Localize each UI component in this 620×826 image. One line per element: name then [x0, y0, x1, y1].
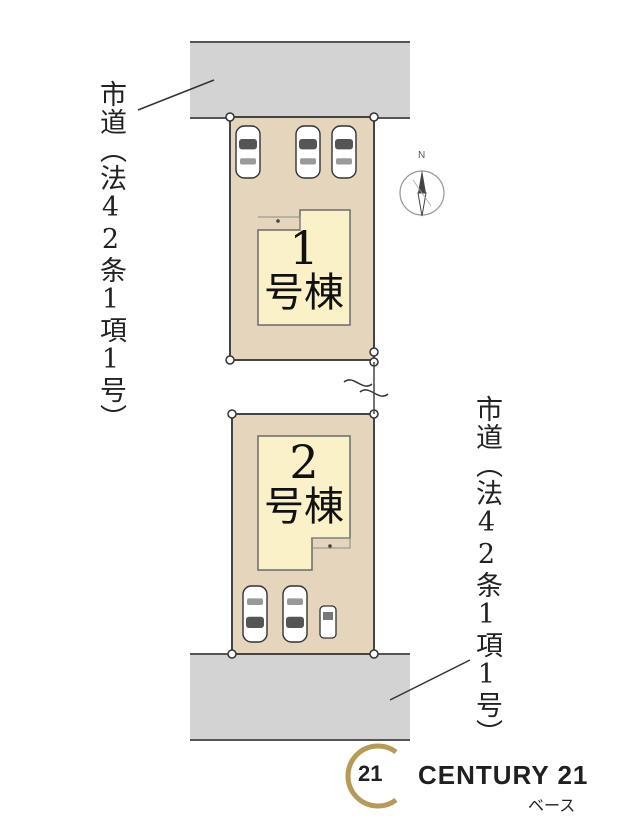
building-2-porch-line [312, 537, 351, 549]
building-1-porch-line [258, 216, 301, 230]
car-parking-icon [242, 585, 268, 643]
car-parking-icon [235, 125, 261, 179]
logo-badge-number: 21 [358, 761, 383, 786]
building-1-label: 1 号棟 [258, 221, 350, 317]
logo-subtitle: ベース [528, 798, 576, 815]
building-2-number: 2 [289, 435, 319, 489]
boundary-marker [369, 112, 379, 122]
car-parking-icon [331, 125, 357, 179]
compass-north-label: N [418, 150, 426, 161]
building-1-text: 号棟 [264, 270, 344, 317]
boundary-marker [227, 409, 237, 419]
north-road-label: 市道（法42条1項1号） [95, 80, 126, 432]
south-road-leader-line [389, 659, 471, 701]
north-road [190, 42, 410, 118]
building-2-entrance-dot [328, 544, 332, 548]
bicycle-parking-icon [319, 605, 337, 639]
car-parking-icon [282, 585, 308, 643]
building-1-number: 1 [289, 221, 319, 275]
break-symbol [343, 379, 389, 397]
building-2-label: 2 号棟 [258, 435, 350, 531]
boundary-marker [225, 112, 235, 122]
compass-north-arrow-icon [399, 170, 445, 217]
century21-logo-emblem [345, 743, 398, 809]
boundary-marker [369, 347, 379, 357]
boundary-marker [227, 649, 237, 659]
building-1-entrance-dot [276, 219, 280, 223]
south-road-label: 市道（法42条1項1号） [471, 395, 502, 747]
boundary-marker [369, 649, 379, 659]
boundary-markers [225, 112, 379, 659]
north-road-leader-line [137, 79, 215, 111]
logo-brand-name: CENTURY 21 [418, 760, 589, 790]
building-2-text: 号棟 [264, 484, 344, 531]
car-parking-icon [295, 125, 321, 179]
boundary-marker [225, 355, 235, 365]
south-road [190, 654, 410, 740]
